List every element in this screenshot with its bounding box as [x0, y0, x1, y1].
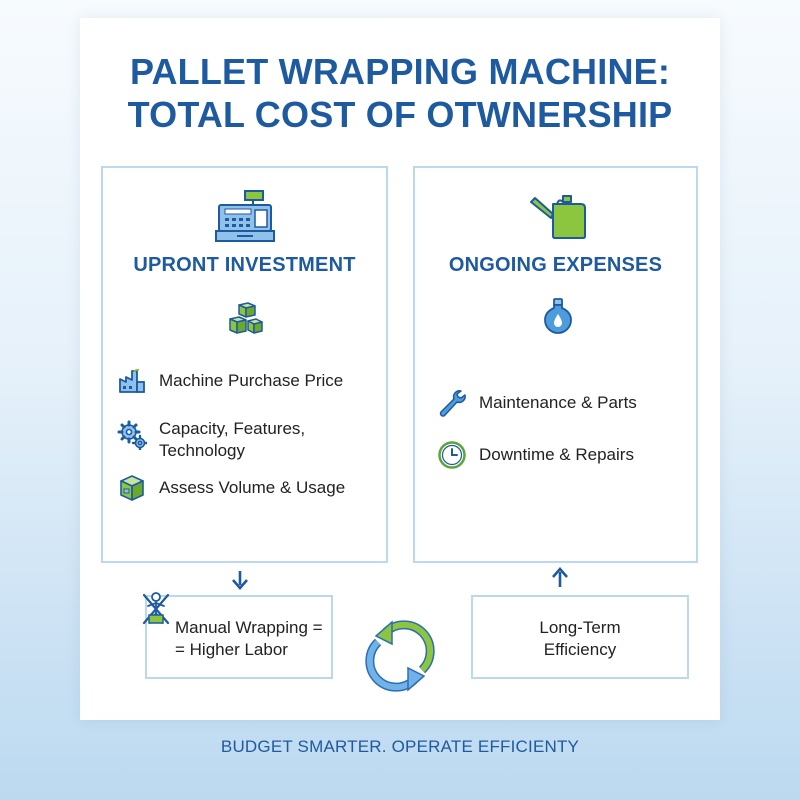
cash-register-icon [215, 190, 275, 242]
long-term-line-2: Efficiency [543, 640, 617, 659]
gears-icon [117, 420, 147, 450]
item-label: Machine Purchase Price [159, 371, 344, 390]
oil-drop-icon [543, 298, 573, 334]
boxes-icon [228, 302, 264, 336]
manual-wrapping-box: Manual Wrapping = = Higher Labor [145, 595, 333, 679]
list-item-downtime-repairs: Downtime & Repairs [437, 440, 634, 470]
upfront-investment-panel: UPRONT INVESTMENT [101, 166, 388, 563]
manual-wrapping-line-2: = Higher Labor [175, 640, 288, 659]
no-worker-icon [140, 591, 172, 627]
manual-wrapping-line-1: Manual Wrapping = [175, 618, 323, 637]
item-label: Downtime & Repairs [479, 445, 634, 464]
wrench-icon [437, 388, 467, 418]
ongoing-expenses-panel: ONGOING EXPENSES Maintenance & Parts Dow… [413, 166, 698, 563]
upfront-investment-heading: UPRONT INVESTMENT [133, 254, 356, 276]
ongoing-expenses-heading: ONGOING EXPENSES [448, 254, 663, 276]
factory-icon [117, 366, 147, 396]
list-item-machine-purchase-price: Machine Purchase Price [117, 366, 343, 396]
title-line-1: PALLET WRAPPING MACHINE: [129, 51, 671, 92]
title-line-2: TOTAL COST OF OTWNERSHIP [127, 94, 673, 135]
page-title: PALLET WRAPPING MACHINE: TOTAL COST OF O… [80, 50, 720, 136]
oil-can-icon [529, 194, 587, 240]
arrow-down-icon [230, 570, 250, 590]
footer-tagline: BUDGET SMARTER. OPERATE EFFICIENTY [220, 737, 580, 756]
long-term-line-1: Long-Term [539, 618, 621, 637]
long-term-efficiency-box: Long-Term Efficiency [471, 595, 689, 679]
item-label: Maintenance & Parts [479, 393, 637, 412]
box-icon [117, 473, 147, 503]
clock-icon [437, 440, 467, 470]
arrow-up-icon [550, 566, 570, 588]
item-label: Assess Volume & Usage [159, 478, 346, 497]
item-label: Capacity, Features, Technology [159, 419, 306, 460]
list-item-assess-volume: Assess Volume & Usage [117, 473, 345, 503]
recycle-arrows-icon [362, 620, 438, 692]
list-item-capacity-features: Capacity, Features, Technology [117, 418, 305, 462]
list-item-maintenance-parts: Maintenance & Parts [437, 388, 637, 418]
